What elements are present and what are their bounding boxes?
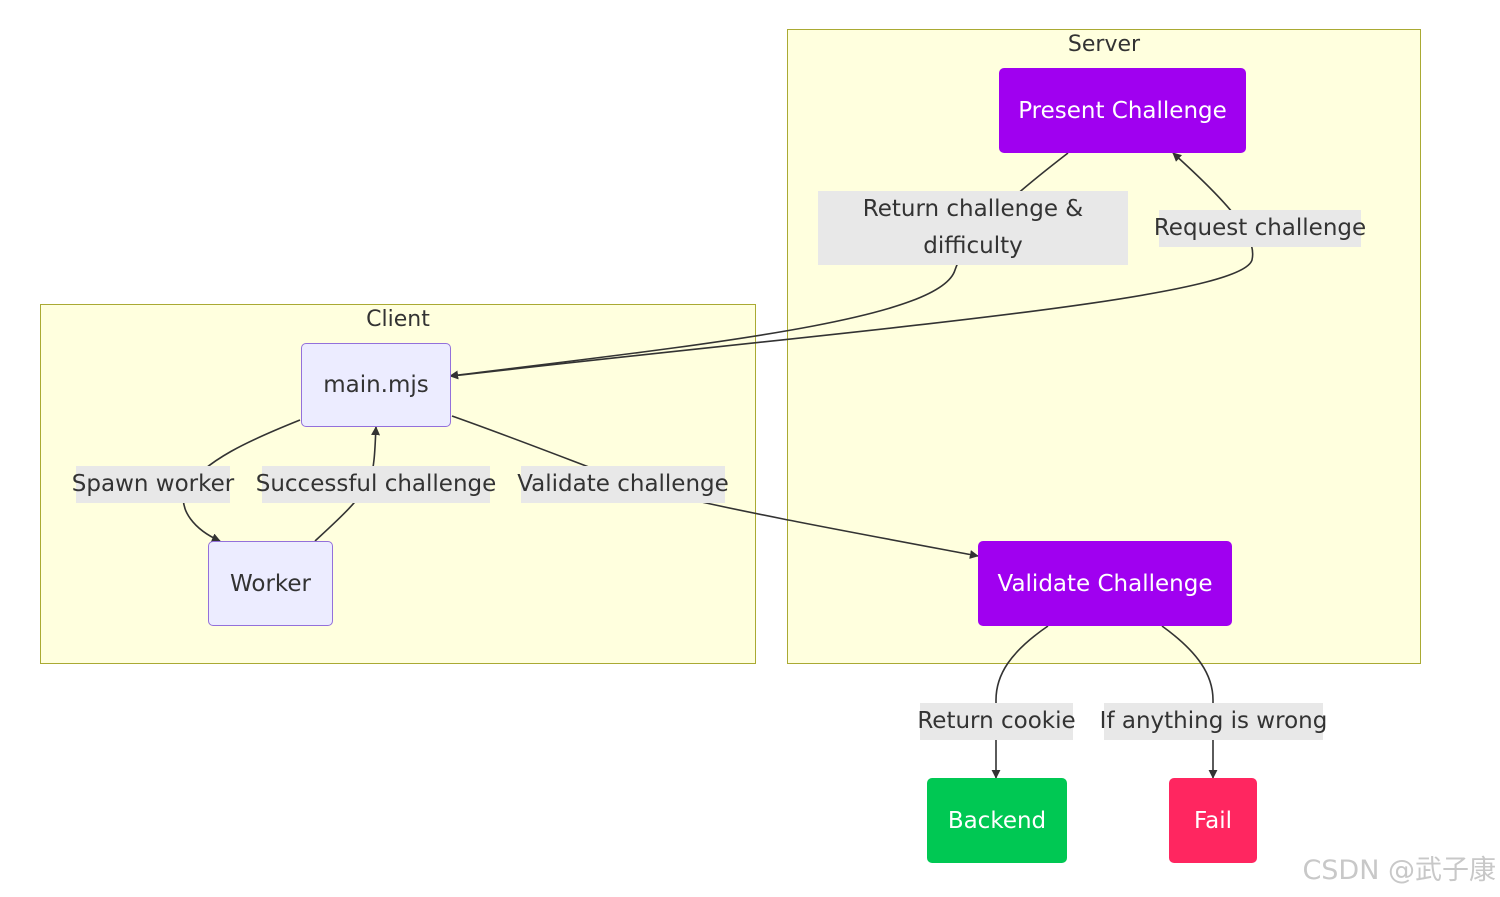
edge-label-return-challenge: Return challenge & difficulty <box>818 191 1128 265</box>
node-main-mjs: main.mjs <box>301 343 451 427</box>
client-cluster-title: Client <box>366 307 430 332</box>
node-fail: Fail <box>1169 778 1257 863</box>
server-cluster-title: Server <box>1067 32 1141 57</box>
edge-label-request-challenge: Request challenge <box>1154 210 1366 247</box>
edge-label-if-wrong: If anything is wrong <box>1100 703 1327 740</box>
edge-label-return-cookie: Return cookie <box>917 703 1076 740</box>
node-backend: Backend <box>927 778 1067 863</box>
edge-label-successful-challenge: Successful challenge <box>256 466 496 503</box>
edge-label-return-challenge-text: Return challenge & difficulty <box>862 196 1084 259</box>
edge-label-if-wrong-text: If anything is wrong <box>1099 708 1328 734</box>
node-present-challenge: Present Challenge <box>999 68 1246 153</box>
edge-label-spawn-worker-text: Spawn worker <box>71 471 235 497</box>
watermark-text: CSDN @武子康 <box>1302 855 1496 886</box>
node-validate-challenge-label: Validate Challenge <box>997 570 1213 597</box>
node-fail-label: Fail <box>1194 807 1232 834</box>
edge-label-validate-challenge: Validate challenge <box>517 466 729 503</box>
node-worker-label: Worker <box>229 570 312 597</box>
edge-label-return-cookie-text: Return cookie <box>917 708 1076 734</box>
edge-if-wrong <box>1161 625 1218 779</box>
edge-label-successful-challenge-text: Successful challenge <box>255 471 497 497</box>
node-backend-label: Backend <box>947 807 1047 834</box>
edge-label-request-challenge-text: Request challenge <box>1153 215 1367 241</box>
node-validate-challenge: Validate Challenge <box>978 541 1232 626</box>
edge-return-cookie <box>991 625 1049 779</box>
node-present-challenge-label: Present Challenge <box>1018 97 1227 124</box>
node-main-mjs-label: main.mjs <box>323 372 429 398</box>
edge-label-spawn-worker: Spawn worker <box>72 466 234 503</box>
edge-label-validate-challenge-text: Validate challenge <box>517 471 729 497</box>
node-worker: Worker <box>208 541 333 626</box>
